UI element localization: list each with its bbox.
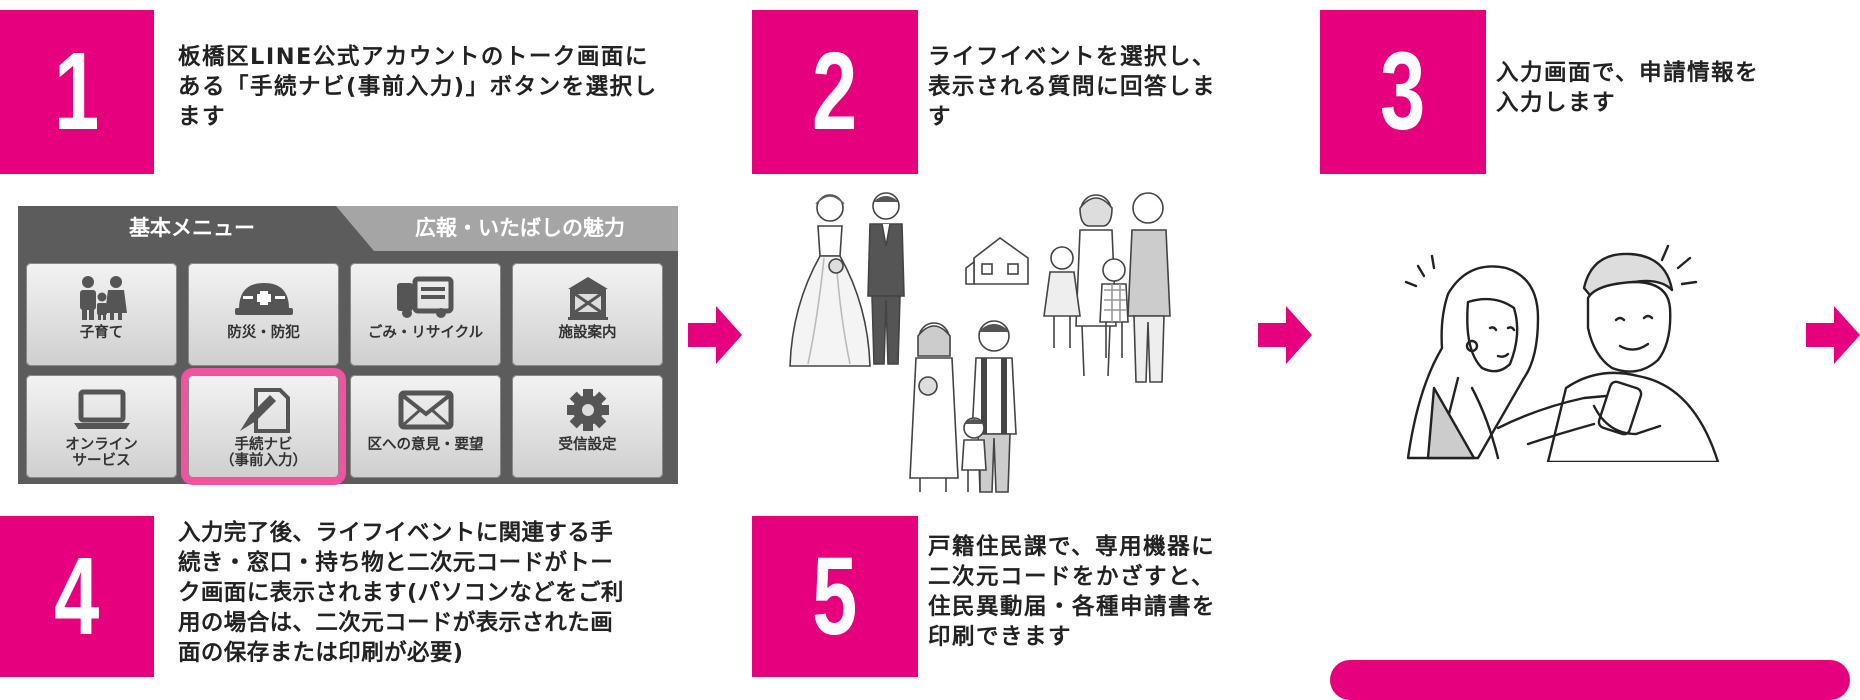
- tab-publicity[interactable]: 広報・いたばしの魅力: [336, 206, 678, 251]
- menu-button-label: 手続ナビ （事前入力）: [220, 437, 307, 469]
- menu-button-label: 施設案内: [558, 325, 617, 341]
- garbage-truck-icon: [393, 275, 459, 321]
- menu-button-facilities[interactable]: 施設案内: [512, 263, 663, 366]
- menu-button-online[interactable]: オンライン サービス: [26, 375, 177, 478]
- bottom-banner: [1330, 660, 1850, 700]
- building-icon: [565, 275, 611, 321]
- people-with-smartphone-illustration: [1404, 244, 1720, 462]
- arrow-right-icon: [688, 306, 742, 364]
- gear-icon: [565, 387, 611, 433]
- step-2-text: ライフイベントを選択し、 表示される質問に回答しま す: [928, 44, 1217, 130]
- laptop-icon: [71, 387, 133, 433]
- step-1-number: 1: [0, 10, 154, 174]
- helmet-icon: [233, 275, 295, 321]
- step-5-number: 5: [752, 516, 918, 677]
- menu-tab-bar: 基本メニュー 広報・いたばしの魅力: [18, 206, 678, 251]
- arrow-right-icon: [1806, 306, 1860, 364]
- step-2-number: 2: [752, 10, 918, 174]
- menu-button-settings[interactable]: 受信設定: [512, 375, 663, 478]
- document-pen-icon: [236, 387, 292, 433]
- menu-button-label: オンライン サービス: [65, 437, 138, 469]
- step-3-number: 3: [1320, 10, 1486, 174]
- step-5-text: 戸籍住民課で、専用機器に 二次元コードをかざすと、 住民異動届・各種申請書を 印…: [928, 534, 1217, 650]
- menu-button-label: ごみ・リサイクル: [367, 325, 484, 341]
- menu-button-label: 区への意見・要望: [367, 437, 484, 453]
- menu-button-opinion[interactable]: 区への意見・要望: [350, 375, 501, 478]
- menu-button-garbage[interactable]: ごみ・リサイクル: [350, 263, 501, 366]
- life-events-illustration: [789, 192, 1171, 493]
- menu-button-childcare[interactable]: 子育て: [26, 263, 177, 366]
- menu-button-disaster[interactable]: 防災・防犯: [188, 263, 339, 366]
- step-3-text: 入力画面で、申請情報を 入力します: [1496, 60, 1760, 116]
- menu-button-label: 受信設定: [558, 437, 617, 453]
- step-4-number: 4: [0, 516, 154, 677]
- envelope-icon: [398, 387, 454, 433]
- step-4-text: 入力完了後、ライフイベントに関連する手 続き・窓口・持ち物と二次元コードがトー …: [178, 520, 624, 666]
- tab-basic-menu[interactable]: 基本メニュー: [18, 206, 348, 251]
- arrow-right-icon: [1258, 306, 1312, 364]
- line-rich-menu: 基本メニュー 広報・いたばしの魅力 子育て 防災・防犯: [18, 206, 678, 484]
- menu-button-procedure-navi[interactable]: 手続ナビ （事前入力）: [188, 375, 339, 478]
- step-1-text: 板橋区LINE公式アカウントのトーク画面に ある「手続ナビ(事前入力)」ボタンを…: [178, 44, 658, 130]
- menu-button-label: 防災・防犯: [227, 325, 300, 341]
- menu-button-label: 子育て: [79, 325, 124, 341]
- family-icon: [74, 275, 130, 321]
